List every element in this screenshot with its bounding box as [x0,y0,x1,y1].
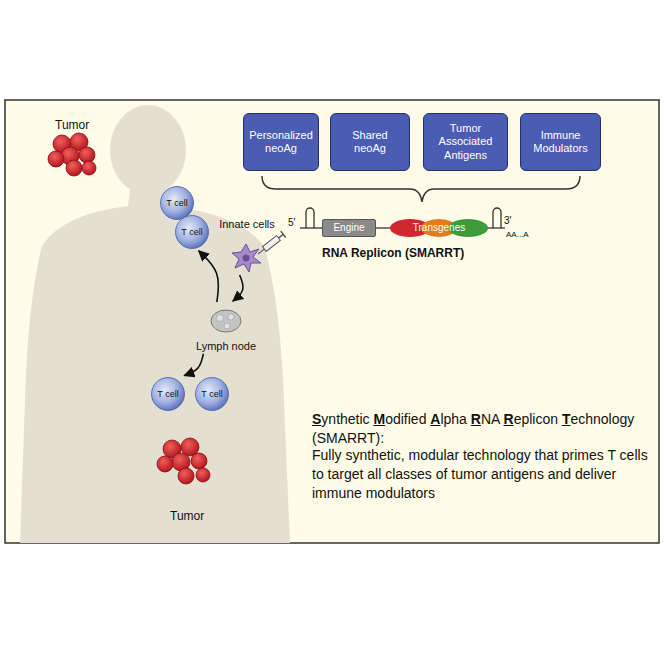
innate-cell-nucleus [243,255,250,262]
flow-arrow [184,354,203,376]
t-cell: T cell [160,186,194,220]
node-text: Engine [333,222,364,234]
label: Tumor [170,508,204,524]
label: RNA Replicon (SMARRT) [322,245,464,261]
antigen-box: Shared neoAg [330,113,410,171]
node-text: Tumor Associated Antigens [428,122,503,162]
t-cell: T cell [175,215,209,249]
antigen-box: Immune Modulators [520,113,601,171]
body-text: Fully synthetic, modular technology that… [312,446,657,503]
label: Tumor [55,117,89,133]
t-cell: T cell [151,377,185,411]
antigen-box: Personalized neoAg [243,113,319,171]
node-text: T cell [201,389,222,400]
node-text: Immune Modulators [525,129,596,155]
node-text: Innate cells [219,218,275,231]
engine-segment: Engine [322,219,376,237]
antigen-box: Tumor Associated Antigens [423,113,508,171]
node-text: T cell [181,227,202,238]
node-text: Lymph node [196,340,256,353]
label: 5' [288,216,295,230]
t-cell: T cell [195,377,229,411]
flow-arrow [199,251,219,302]
brace [262,176,580,202]
panel [5,100,659,543]
node-text: Shared neoAg [335,129,405,155]
tumor-cluster [48,133,96,176]
lymph-node: Lymph node [191,303,261,353]
lymph-node-symbol [211,310,241,332]
node-text: Transgenes [413,222,465,234]
flow-arrow [233,275,243,301]
syringe [256,231,286,257]
innate-cell-symbol [232,244,261,272]
label: 3' [504,214,511,228]
node-text: Personalized neoAg [248,129,314,155]
heading-text: Synthetic Modified Alpha RNA Replicon Te… [312,410,657,448]
tumor-cluster [157,438,210,484]
node-text: T cell [166,198,187,209]
label: AA...A [506,230,529,241]
node-text: T cell [157,389,178,400]
innate-cell: Innate cells [214,218,280,274]
transgene-segment: Transgenes [390,219,488,237]
